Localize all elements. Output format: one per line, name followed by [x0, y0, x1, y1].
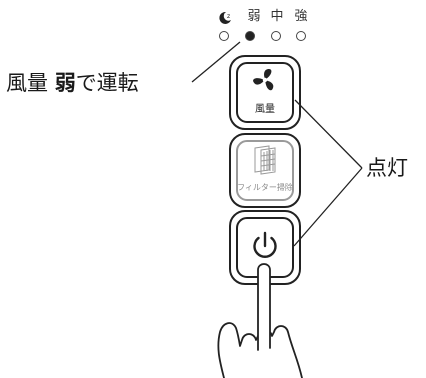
fan-button-caption: 風量 [255, 104, 275, 115]
pressing-hand-icon [217, 263, 303, 378]
fan-speed-button[interactable]: 風量 [229, 55, 301, 130]
callout-line-lit-power [293, 167, 363, 247]
indicator-lamp-strong [296, 31, 306, 41]
callout-line-fan-weak [191, 41, 241, 83]
filter-button-ring [236, 140, 294, 201]
indicator-lamp-sleep [219, 31, 229, 41]
filter-icon [251, 144, 279, 180]
indicator-label-weak: 弱 [247, 9, 261, 24]
fan-button-lit-ring [236, 62, 294, 123]
indicator-label-medium: 中 [270, 9, 284, 24]
indicator-lamp-medium [271, 31, 281, 41]
sleep-moon-icon: z [216, 10, 234, 30]
callout-line-lit-fan [294, 99, 363, 169]
filter-clean-button[interactable]: フィルター掃除 [229, 133, 301, 208]
callout-fan-suffix: で運転 [75, 71, 139, 95]
callout-fan-prefix: 風量 [6, 71, 55, 95]
callout-fan-emphasis: 弱 [54, 71, 76, 95]
svg-text:z: z [227, 13, 230, 20]
power-icon [249, 230, 281, 266]
filter-button-caption: フィルター掃除 [237, 183, 293, 192]
indicator-lamp-weak [245, 31, 255, 41]
indicator-label-strong: 強 [294, 9, 308, 24]
fan-icon [252, 67, 278, 97]
callout-fan-weak: 風量 弱で運転 [6, 70, 139, 96]
callout-lit: 点灯 [366, 156, 408, 180]
